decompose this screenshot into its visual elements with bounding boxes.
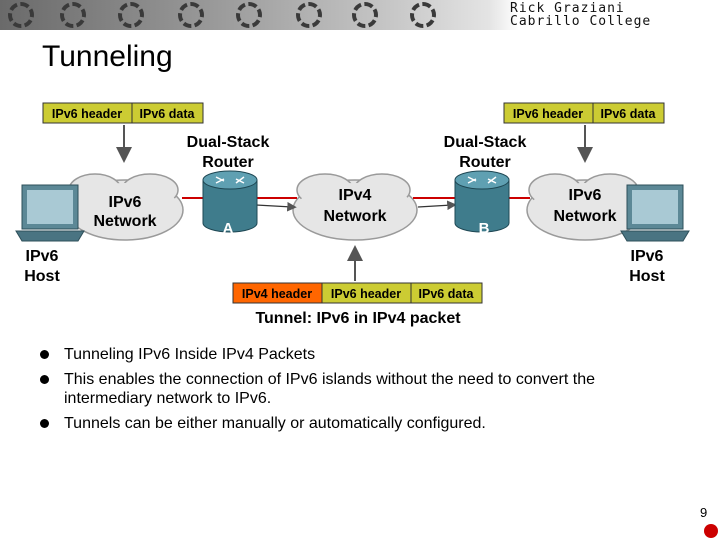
packet-data-label: IPv6 data	[140, 107, 196, 121]
bullet-text: Tunnels can be either manually or automa…	[64, 415, 486, 432]
tunnel-packet: IPv4 header IPv6 header IPv6 data	[232, 282, 483, 304]
header-banner: Rick Graziani Cabrillo College	[0, 0, 720, 30]
gear-icon	[296, 2, 322, 28]
author-name: Rick Graziani	[510, 1, 625, 16]
tunnel-arrow-icon	[417, 200, 457, 211]
gear-icon	[236, 2, 262, 28]
bullet-icon	[40, 419, 49, 428]
right-ipv6-packet: IPv6 header IPv6 data	[503, 102, 665, 124]
middle-cloud-label-line1: IPv4	[339, 187, 372, 204]
left-ipv6-cloud-icon	[66, 173, 184, 241]
bullet-text: This enables the connection of IPv6 isla…	[64, 371, 595, 388]
left-cloud-label-line1: IPv6	[109, 194, 142, 211]
tunnel-caption: Tunnel: IPv6 in IPv4 packet	[255, 310, 461, 327]
cisco-dot-icon	[704, 524, 718, 538]
packet-data-label: IPv6 data	[601, 107, 657, 121]
right-router-label-line1: Dual-Stack	[444, 134, 527, 151]
gear-icon	[60, 2, 86, 28]
tunnel-ipv6-data-label: IPv6 data	[419, 287, 475, 301]
tunnel-ipv4-header-label: IPv4 header	[242, 287, 312, 301]
packet-header-label: IPv6 header	[513, 107, 583, 121]
left-router-label-line2: Router	[202, 154, 254, 171]
right-ipv6-cloud-icon	[526, 173, 644, 241]
right-host-label-line1: IPv6	[631, 248, 664, 265]
list-item: This enables the connection of IPv6 isla…	[40, 370, 700, 408]
bullet-icon	[40, 375, 49, 384]
bullet-list: Tunneling IPv6 Inside IPv4 Packets This …	[40, 345, 700, 439]
gear-icon	[178, 2, 204, 28]
router-a-label: A	[223, 220, 234, 237]
author-credit: Rick Graziani Cabrillo College	[510, 2, 651, 28]
right-cloud-label-line2: Network	[553, 208, 616, 225]
slide-title: Tunneling	[42, 40, 173, 73]
left-cloud-label-line2: Network	[93, 213, 156, 230]
left-ipv6-packet: IPv6 header IPv6 data	[42, 102, 204, 124]
bullet-icon	[40, 350, 49, 359]
gear-icon	[352, 2, 378, 28]
gear-icon	[118, 2, 144, 28]
packet-header-label: IPv6 header	[52, 107, 122, 121]
bullet-text-continuation: intermediary network to IPv6.	[64, 390, 272, 407]
left-host-label-line2: Host	[24, 268, 60, 285]
middle-ipv4-cloud-icon	[292, 173, 418, 241]
router-a-icon	[202, 170, 258, 233]
gear-icon	[410, 2, 436, 28]
left-host-label-line1: IPv6	[26, 248, 59, 265]
left-host-computer-icon	[15, 184, 85, 242]
bullet-text: Tunneling IPv6 Inside IPv4 Packets	[64, 346, 316, 363]
list-item: Tunneling IPv6 Inside IPv4 Packets	[40, 345, 700, 364]
page-number: 9	[700, 505, 708, 520]
author-institution: Cabrillo College	[510, 14, 652, 29]
right-host-label-line2: Host	[629, 268, 665, 285]
tunneling-diagram: IPv6 header IPv6 data IPv6 header IPv6 d…	[15, 102, 690, 327]
gear-icon	[8, 2, 34, 28]
list-item: Tunnels can be either manually or automa…	[40, 414, 700, 433]
tunnel-ipv6-header-label: IPv6 header	[331, 287, 401, 301]
middle-cloud-label-line2: Network	[323, 208, 386, 225]
router-b-label: B	[479, 220, 490, 237]
right-router-label-line2: Router	[459, 154, 511, 171]
right-cloud-label-line1: IPv6	[569, 187, 602, 204]
router-b-icon	[454, 170, 510, 233]
tunnel-arrow-icon	[255, 201, 297, 212]
left-router-label-line1: Dual-Stack	[187, 134, 270, 151]
right-host-computer-icon	[620, 184, 690, 242]
